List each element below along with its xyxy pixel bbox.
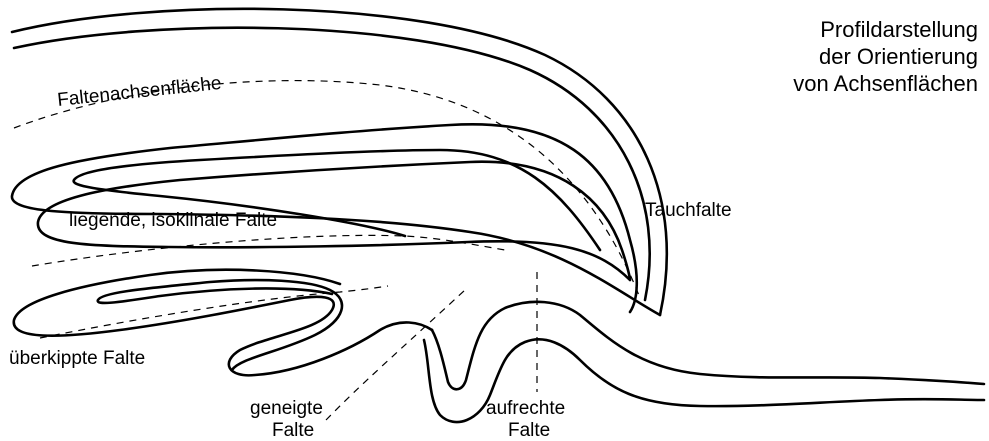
upright-fold-label-line-1: aufrechte bbox=[486, 398, 565, 419]
wavy-bed-lower-boundary bbox=[422, 338, 986, 424]
wavy-bed-upper-boundary bbox=[430, 300, 986, 391]
plunging-fold-upper-boundary bbox=[10, 7, 668, 317]
diagram-title: Profildarstellung der Orientierung von A… bbox=[793, 17, 978, 96]
recumbent-fold-label: liegende, isoklinale Falte bbox=[69, 210, 277, 231]
recumbent-fold-inner-limb bbox=[36, 160, 632, 282]
plunging-fold-label: Tauchfalte bbox=[645, 200, 732, 221]
recumbent-fold-core bbox=[72, 148, 602, 252]
overturned-fold-label: überkippte Falte bbox=[9, 348, 145, 369]
axial-surface-overturned-fold bbox=[39, 285, 389, 339]
title-line-1: Profildarstellung bbox=[820, 17, 978, 42]
overturned-fold-outer-boundary bbox=[12, 268, 434, 377]
inclined-upright-folds bbox=[422, 300, 986, 424]
overturned-fold-inner-boundary bbox=[96, 278, 344, 372]
title-line-2: der Orientierung bbox=[819, 44, 978, 69]
inclined-fold-label-line-1: geneigte bbox=[250, 398, 323, 419]
axial-surface-label: Faltenachsenfläche bbox=[56, 73, 222, 111]
recumbent-fold bbox=[10, 122, 662, 317]
upright-fold-label-line-2: Falte bbox=[508, 420, 550, 441]
axial-surface-inclined-fold bbox=[325, 289, 466, 421]
axial-surfaces bbox=[13, 80, 641, 421]
plunging-fold bbox=[10, 7, 668, 317]
plunging-fold-lower-boundary bbox=[12, 26, 651, 302]
axial-surface-recumbent-fold bbox=[31, 234, 506, 267]
recumbent-fold-outer-limb bbox=[10, 122, 662, 317]
overturned-fold bbox=[12, 268, 434, 377]
inclined-fold-label-line-2: Falte bbox=[272, 420, 314, 441]
title-line-3: von Achsenflächen bbox=[793, 71, 978, 96]
